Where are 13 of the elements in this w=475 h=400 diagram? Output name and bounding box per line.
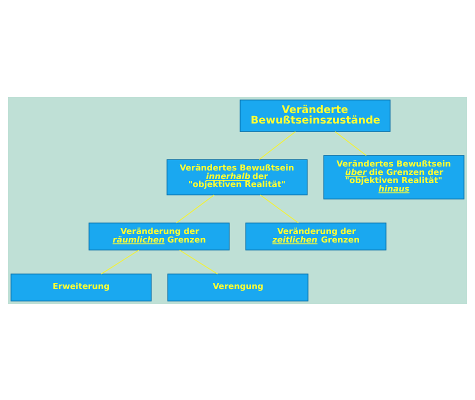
connector [176, 194, 215, 223]
connector [334, 130, 367, 156]
node-box: Verändertes Bewußtsein über die Grenzen der "objektiven Realität" hinaus [323, 154, 464, 199]
connector [179, 249, 218, 274]
connector [260, 194, 299, 223]
node-box: Verändertes Bewußtsein innerhalb der "objektiven Realität" [166, 158, 308, 195]
node-box: Veränderung der räumlichen Grenzen [88, 222, 230, 250]
connector [100, 249, 140, 274]
node-box: Veränderte Bewußtseinszustände [240, 99, 390, 132]
node-box: Verengung [167, 273, 308, 301]
node-box: Veränderung der zeitlichen Grenzen [245, 222, 386, 250]
connector [258, 130, 296, 160]
node-box: Erweiterung [10, 273, 152, 301]
